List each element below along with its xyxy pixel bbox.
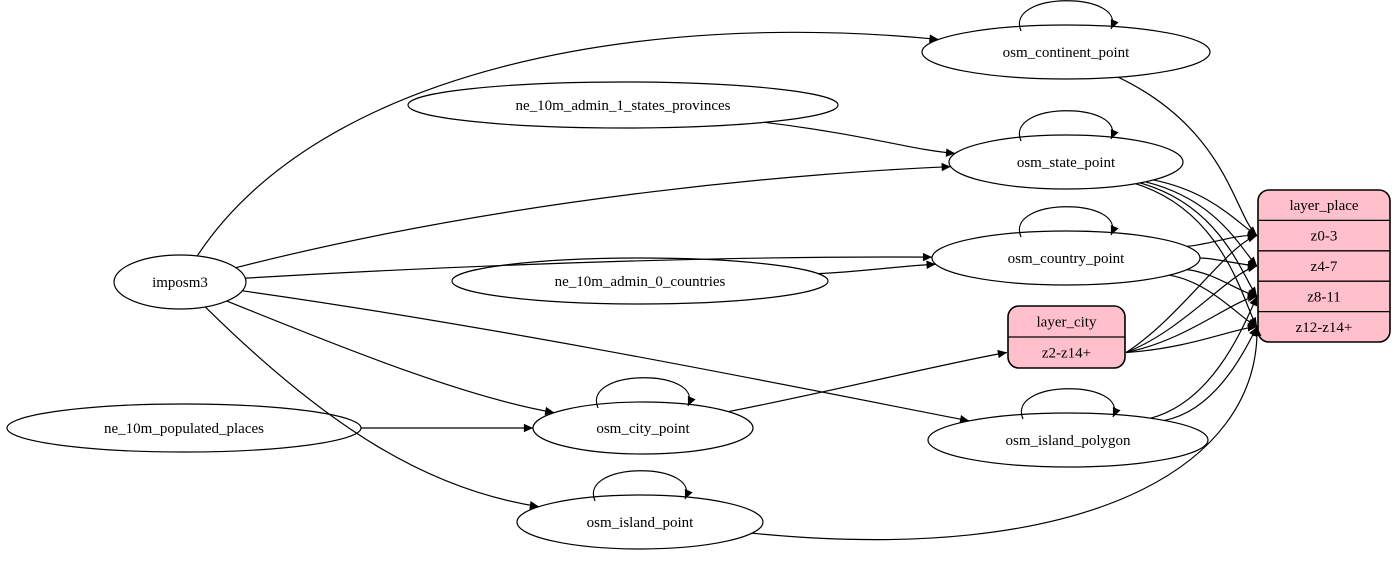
ne_10m_admin_0_countries-ellipse bbox=[451, 257, 829, 305]
node-osm_continent_point: osm_continent_point bbox=[921, 24, 1211, 80]
osm_city_point-label: osm_city_point bbox=[596, 421, 690, 437]
edge-layer_city-row0-to-layer_place-row3 bbox=[1125, 323, 1258, 354]
osm_island_polygon-label: osm_island_polygon bbox=[1005, 433, 1131, 449]
osm_state_point-label: osm_state_point bbox=[1017, 155, 1116, 171]
edge-ne_10m_admin_0_countries-to-osm_country_point bbox=[818, 260, 936, 275]
osm_continent_point-label: osm_continent_point bbox=[1003, 45, 1130, 61]
osm_continent_point-ellipse bbox=[921, 24, 1211, 80]
layer_place-row-3: z12-z14+ bbox=[1296, 320, 1353, 336]
self-loop-osm_country_point bbox=[1018, 206, 1119, 238]
node-ne_10m_admin_1_states_provinces: ne_10m_admin_1_states_provinces bbox=[407, 81, 839, 129]
osm_island_polygon-ellipse bbox=[927, 412, 1209, 468]
node-osm_island_polygon: osm_island_polygon bbox=[927, 412, 1209, 468]
node-ne_10m_admin_0_countries: ne_10m_admin_0_countries bbox=[451, 257, 829, 305]
self-loop-osm_state_point bbox=[1018, 110, 1119, 142]
imposm3-label: imposm3 bbox=[152, 275, 208, 291]
self-loop-osm_continent_point bbox=[1018, 0, 1119, 32]
layer_city-header: layer_city bbox=[1037, 315, 1097, 331]
ne_10m_populated_places-label: ne_10m_populated_places bbox=[104, 421, 264, 437]
ne_10m_admin_1_states_provinces-label: ne_10m_admin_1_states_provinces bbox=[516, 98, 731, 114]
self-loop-osm_island_point bbox=[592, 470, 693, 502]
edge-ne_10m_admin_1_states_provinces-to-osm_state_point bbox=[764, 121, 956, 157]
edge-imposm3-to-osm_country_point bbox=[245, 252, 933, 279]
self-loop-osm_island_polygon bbox=[1020, 388, 1121, 420]
edge-osm_continent_point-to-layer_place-row0 bbox=[1117, 76, 1258, 237]
edge-osm_state_point-to-layer_place-row2 bbox=[1139, 182, 1258, 297]
layer_place-row-0: z0-3 bbox=[1311, 229, 1338, 245]
edge-osm_country_point-to-layer_place-row2 bbox=[1186, 269, 1258, 298]
edge-osm_island_point-to-layer_place-row3 bbox=[751, 326, 1262, 541]
edge-imposm3-to-osm_city_point bbox=[226, 300, 555, 416]
imposm3-ellipse bbox=[113, 254, 247, 310]
edge-layer_city-row0-to-layer_place-row0 bbox=[1125, 234, 1258, 354]
node-imposm3: imposm3 bbox=[113, 254, 247, 310]
osm_island_point-ellipse bbox=[516, 494, 764, 550]
edge-layer_city-row0-to-layer_place-row2 bbox=[1125, 293, 1258, 354]
edge-imposm3-to-osm_continent_point bbox=[196, 31, 939, 257]
record-layer_place: layer_place z0-3 z4-7 z8-11 z12-z14+ bbox=[1257, 189, 1391, 343]
edge-osm_state_point-to-layer_place-row3 bbox=[1135, 183, 1258, 328]
ne_10m_admin_0_countries-label: ne_10m_admin_0_countries bbox=[555, 274, 726, 290]
edge-osm_island_polygon-to-layer_place-row2 bbox=[1150, 296, 1258, 419]
node-osm_country_point: osm_country_point bbox=[931, 230, 1201, 286]
node-osm_city_point: osm_city_point bbox=[532, 401, 754, 455]
edge-osm_state_point-to-layer_place-row0 bbox=[1153, 179, 1258, 237]
edge-imposm3-to-osm_state_point bbox=[235, 162, 951, 269]
edge-layer_city-row0-to-layer_place-row1 bbox=[1125, 263, 1258, 354]
osm_island_point-label: osm_island_point bbox=[587, 515, 695, 531]
layer_place-row-1: z4-7 bbox=[1311, 259, 1338, 275]
record-layer_city: layer_city z2-z14+ bbox=[1007, 305, 1126, 369]
layer_place-header: layer_place bbox=[1289, 198, 1358, 214]
node-ne_10m_populated_places: ne_10m_populated_places bbox=[6, 403, 362, 453]
node-osm_island_point: osm_island_point bbox=[516, 494, 764, 550]
osm_state_point-ellipse bbox=[948, 134, 1184, 190]
edge-osm_state_point-to-layer_place-row1 bbox=[1145, 181, 1258, 267]
self-loop-osm_city_point bbox=[595, 377, 696, 409]
osm_country_point-label: osm_country_point bbox=[1008, 251, 1125, 267]
edge-osm_city_point-to-layer_city-row0 bbox=[728, 349, 1008, 413]
edge-osm_island_polygon-to-layer_place-row3 bbox=[1164, 326, 1258, 422]
edge-imposm3-to-osm_island_polygon bbox=[242, 290, 970, 424]
layer_place-box bbox=[1257, 189, 1391, 343]
edge-imposm3-to-osm_island_point bbox=[204, 306, 540, 510]
ne_10m_admin_1_states_provinces-ellipse bbox=[407, 81, 839, 129]
layer_place-row-2: z8-11 bbox=[1307, 289, 1341, 305]
layer_city-row-0: z2-z14+ bbox=[1042, 346, 1091, 362]
node-osm_state_point: osm_state_point bbox=[948, 134, 1184, 190]
